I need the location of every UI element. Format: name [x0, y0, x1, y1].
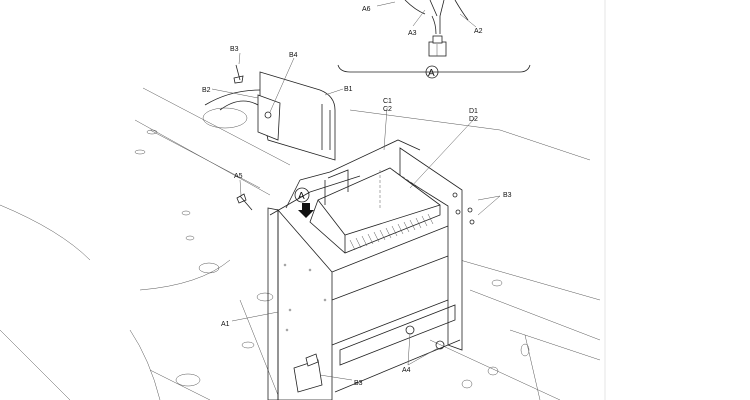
label-b1: B1	[344, 86, 353, 93]
label-b2: B2	[202, 87, 211, 94]
bolt-b3-top	[233, 64, 244, 84]
label-a6: A6	[362, 6, 371, 13]
label-b3-bottom: B3	[354, 380, 363, 387]
label-b3-top: B3	[230, 46, 239, 53]
label-b3-right: B3	[503, 192, 512, 199]
chassis-outline	[0, 87, 601, 400]
module-fins	[349, 213, 434, 251]
detail-a-arrow	[298, 203, 314, 218]
label-a1: A1	[221, 321, 230, 328]
foot-a4-right	[435, 340, 445, 350]
detail-a-inset: A6 A3 A2 A	[337, 0, 531, 79]
label-a3: A3	[408, 30, 417, 37]
main-frame: C1 C2 D1 D2 B3 A5 A A1 A4 B3	[221, 98, 512, 400]
label-a2: A2	[474, 28, 483, 35]
bolt-a5	[236, 193, 253, 211]
label-c1: C1	[383, 98, 392, 105]
detail-bracket	[337, 64, 531, 73]
foot-a4-left	[405, 325, 415, 335]
detail-a-marker-label: A	[298, 191, 305, 202]
detail-a-circle	[425, 65, 439, 79]
label-a5: A5	[234, 173, 243, 180]
detail-a-label: A	[428, 68, 435, 79]
detail-a-marker-circle	[294, 187, 310, 203]
label-c2: C2	[383, 106, 392, 113]
wire-harness	[404, 0, 469, 21]
label-a4: A4	[402, 367, 411, 374]
label-b4: B4	[289, 52, 298, 59]
label-d1: D1	[469, 108, 478, 115]
label-d2: D2	[469, 116, 478, 123]
cover-assembly: B3 B2 B4 B1	[202, 46, 353, 161]
connector-plug	[428, 41, 447, 57]
frame-right-panel	[399, 147, 463, 351]
